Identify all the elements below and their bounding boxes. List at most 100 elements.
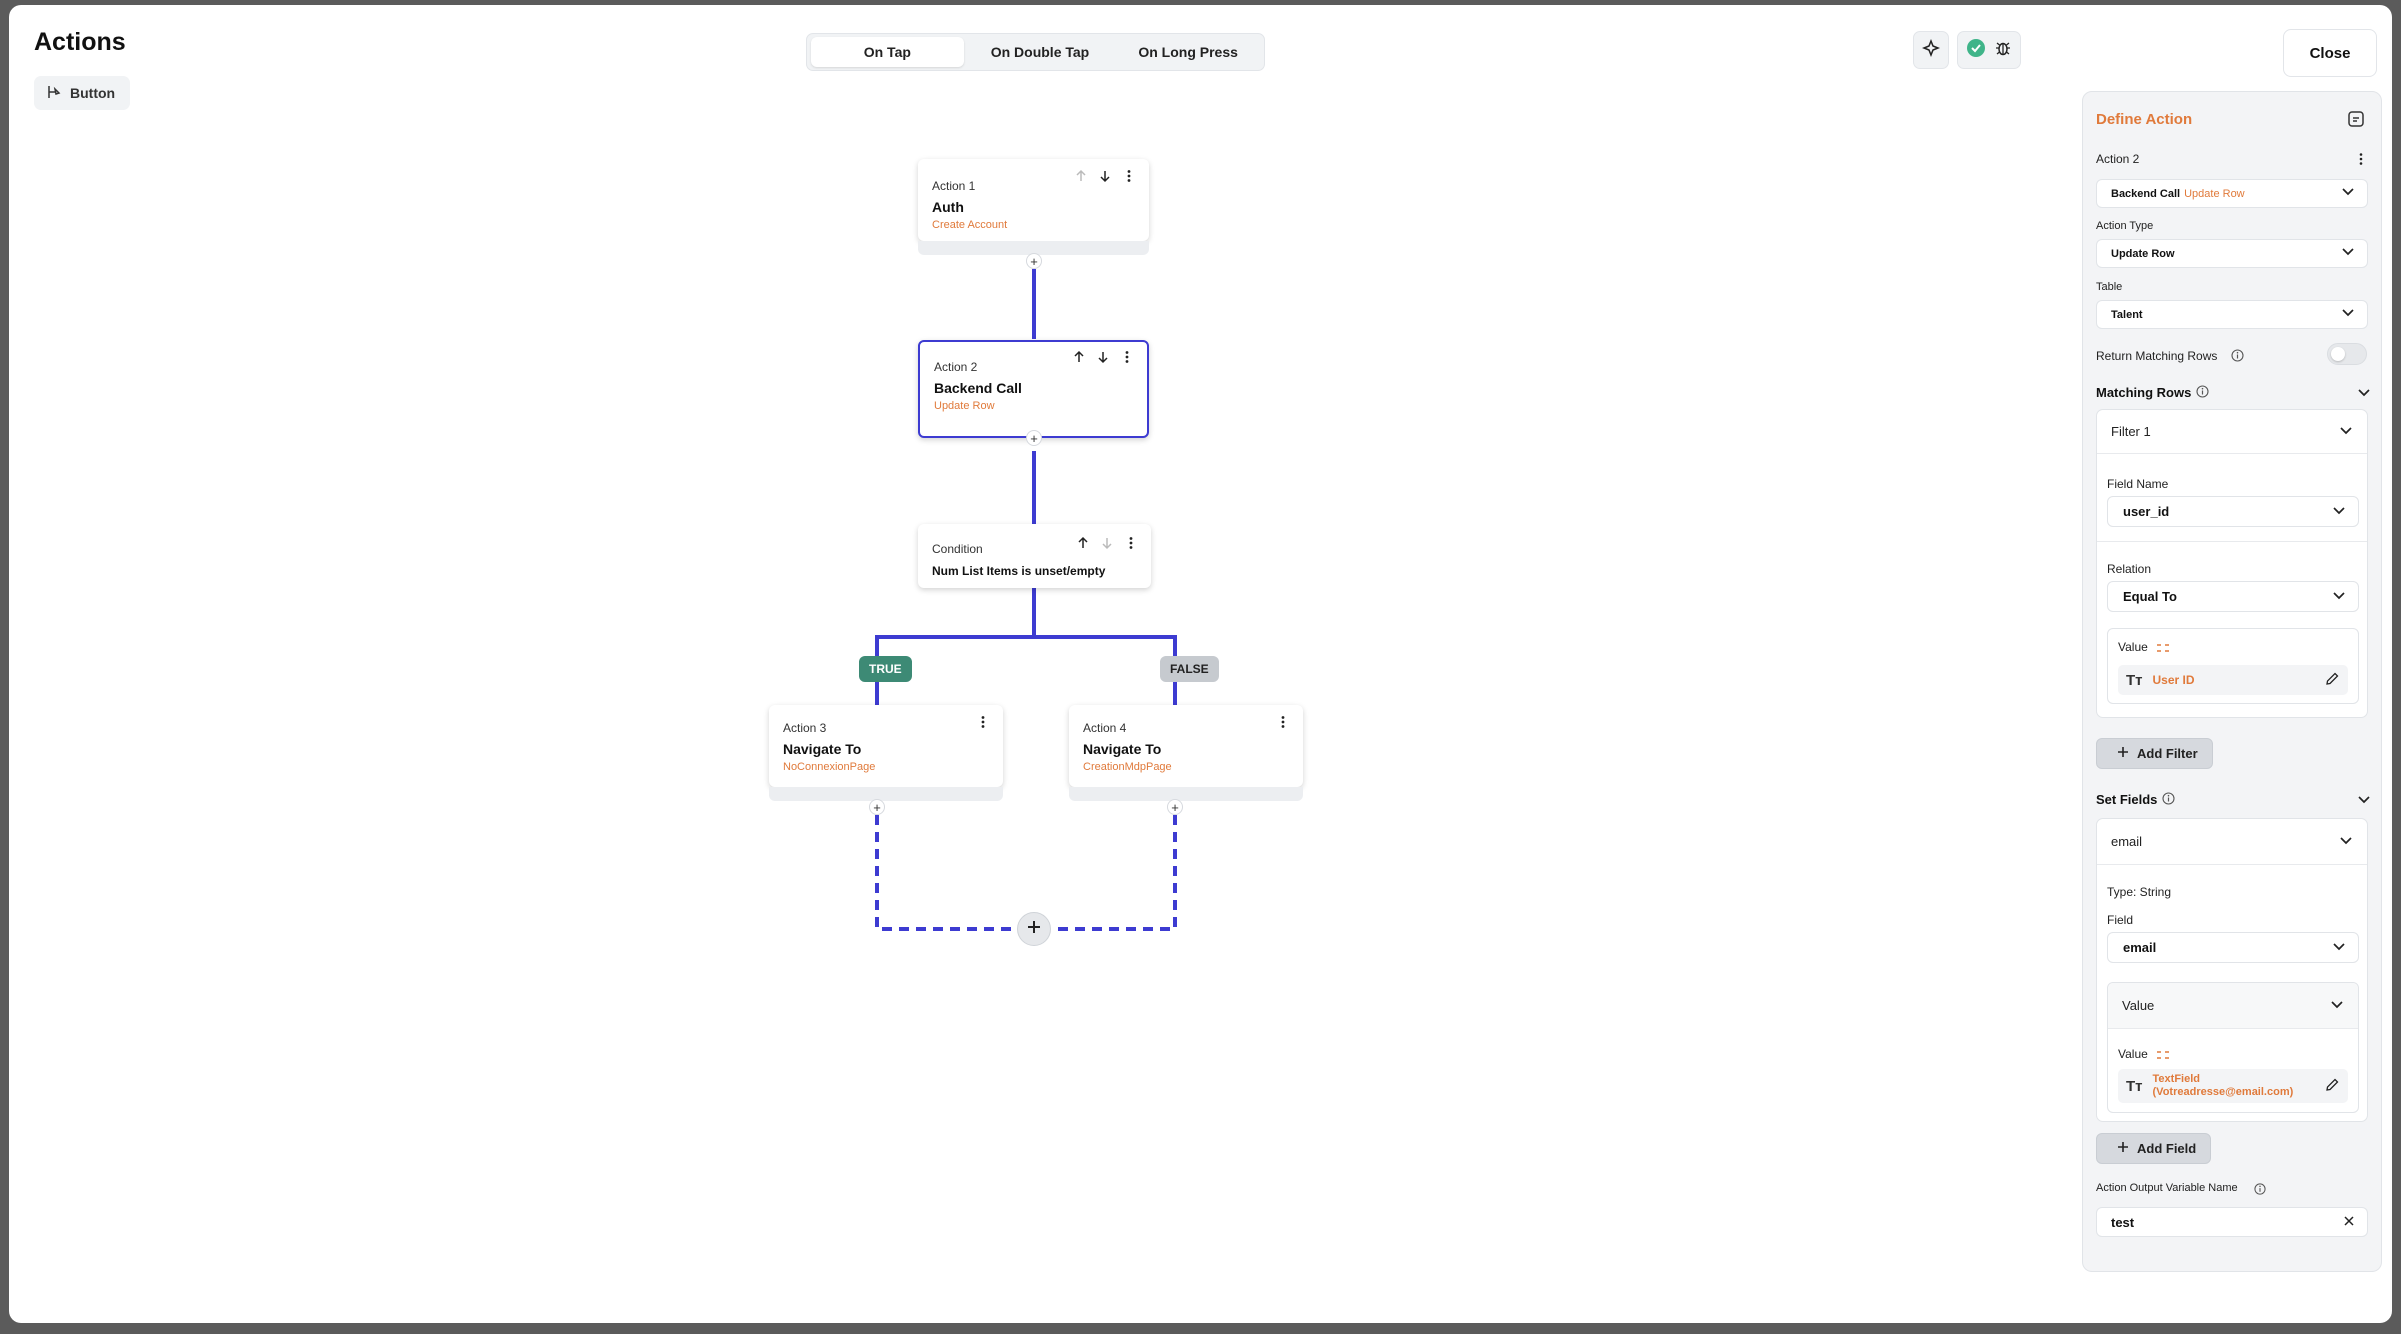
action-type-label: Action Type bbox=[2096, 220, 2154, 232]
value-label: Value bbox=[2118, 640, 2148, 654]
action-select-accent: Update Row bbox=[2184, 187, 2245, 200]
text-type-icon: Tт bbox=[2126, 1077, 2143, 1095]
move-up-icon[interactable] bbox=[1075, 535, 1091, 551]
set-field-value-box: Value Value Tт TextField (Votreadresse@e… bbox=[2107, 982, 2359, 1113]
node-controls bbox=[1073, 168, 1137, 184]
action-node-3[interactable]: Action 3 Navigate To NoConnexionPage bbox=[769, 705, 1003, 787]
add-merge-action-button[interactable] bbox=[1017, 912, 1051, 946]
condition-node[interactable]: Condition Num List Items is unset/empty bbox=[918, 524, 1151, 588]
move-down-icon[interactable] bbox=[1099, 535, 1115, 551]
chevron-down-icon bbox=[2339, 424, 2353, 439]
add-field-button[interactable]: Add Field bbox=[2096, 1133, 2212, 1164]
value-text-line1: TextField bbox=[2152, 1073, 2200, 1085]
more-vertical-icon[interactable] bbox=[1121, 168, 1137, 184]
field-name-select[interactable]: user_id bbox=[2107, 496, 2359, 527]
node-title: Navigate To bbox=[783, 741, 862, 757]
add-action-plus-icon[interactable]: + bbox=[1026, 430, 1042, 446]
set-field-header[interactable]: email bbox=[2097, 819, 2367, 865]
move-down-icon[interactable] bbox=[1095, 349, 1111, 365]
chevron-down-icon bbox=[2341, 308, 2355, 321]
node-label: Action 2 bbox=[934, 360, 978, 374]
add-action-plus-icon[interactable]: + bbox=[1167, 799, 1183, 815]
edit-pencil-icon[interactable] bbox=[2324, 1077, 2340, 1096]
relation-select[interactable]: Equal To bbox=[2107, 581, 2359, 612]
panel-title: Define Action bbox=[2096, 111, 2193, 128]
action-type-value: Update Row bbox=[2111, 247, 2175, 260]
info-icon bbox=[2196, 385, 2209, 403]
move-down-icon[interactable] bbox=[1097, 168, 1113, 184]
plus-icon bbox=[1026, 919, 1042, 940]
filter-card: Filter 1 Field Name user_id Relation Equ… bbox=[2096, 409, 2368, 718]
node-title: Backend Call bbox=[934, 380, 1022, 396]
node-label: Condition bbox=[932, 542, 983, 556]
output-variable-input[interactable]: test bbox=[2096, 1207, 2368, 1237]
check-valid-icon[interactable] bbox=[1966, 38, 1986, 63]
chevron-down-icon bbox=[2332, 940, 2346, 955]
info-icon bbox=[2254, 1182, 2266, 1200]
trigger-widget-chip[interactable]: Button bbox=[34, 76, 131, 110]
add-filter-button[interactable]: Add Filter bbox=[2096, 738, 2213, 769]
set-field-value-field[interactable]: Tт TextField (Votreadresse@email.com) bbox=[2118, 1069, 2348, 1103]
value-section-header[interactable]: Value bbox=[2108, 983, 2358, 1029]
variable-icon[interactable] bbox=[2156, 1048, 2170, 1066]
node-footer bbox=[1069, 787, 1303, 801]
more-vertical-icon[interactable] bbox=[2355, 152, 2367, 171]
chevron-down-icon bbox=[2330, 998, 2344, 1013]
field-select[interactable]: email bbox=[2107, 932, 2359, 963]
more-vertical-icon[interactable] bbox=[1123, 535, 1139, 551]
docs-icon[interactable] bbox=[2347, 110, 2365, 133]
add-action-plus-icon[interactable]: + bbox=[1026, 253, 1042, 269]
plus-icon bbox=[2117, 746, 2129, 761]
table-select[interactable]: Talent bbox=[2096, 300, 2368, 329]
debug-bug-icon[interactable] bbox=[1994, 39, 2012, 62]
node-label: Action 1 bbox=[932, 179, 976, 193]
tab-on-tap[interactable]: On Tap bbox=[811, 37, 964, 67]
chip-label: Button bbox=[70, 85, 116, 101]
ai-assist-button[interactable] bbox=[1913, 31, 1949, 69]
more-vertical-icon[interactable] bbox=[1119, 349, 1135, 365]
variable-icon[interactable] bbox=[2156, 641, 2170, 659]
edit-pencil-icon[interactable] bbox=[2324, 671, 2340, 690]
chevron-down-icon bbox=[2339, 834, 2353, 849]
close-button[interactable]: Close bbox=[2283, 29, 2377, 77]
field-value: email bbox=[2123, 940, 2157, 955]
filter-header[interactable]: Filter 1 bbox=[2097, 410, 2367, 454]
node-controls bbox=[1075, 535, 1139, 551]
plus-icon bbox=[2117, 1141, 2129, 1156]
node-controls bbox=[975, 714, 991, 730]
trigger-tabs: On Tap On Double Tap On Long Press bbox=[806, 33, 1265, 71]
table-value: Talent bbox=[2111, 308, 2143, 321]
widget-tree-icon bbox=[46, 84, 62, 103]
filter-value-field[interactable]: Tт User ID bbox=[2118, 665, 2348, 695]
set-field-name: email bbox=[2111, 834, 2143, 849]
matching-rows-label: Matching Rows bbox=[2096, 385, 2192, 400]
set-field-value-text: TextField (Votreadresse@email.com) bbox=[2153, 1073, 2294, 1099]
action-node-2[interactable]: Action 2 Backend Call Update Row bbox=[918, 340, 1149, 438]
action-type-select[interactable]: Update Row bbox=[2096, 239, 2368, 268]
value-section-label: Value bbox=[2122, 998, 2155, 1013]
move-up-icon[interactable] bbox=[1073, 168, 1089, 184]
move-up-icon[interactable] bbox=[1071, 349, 1087, 365]
return-rows-toggle[interactable] bbox=[2327, 343, 2367, 365]
chevron-down-icon[interactable] bbox=[2357, 792, 2371, 810]
clear-x-icon[interactable] bbox=[2343, 1215, 2355, 1230]
chevron-down-icon bbox=[2332, 504, 2346, 519]
chevron-down-icon bbox=[2341, 247, 2355, 260]
action-select[interactable]: Backend Call Update Row bbox=[2096, 179, 2368, 208]
tab-on-double-tap[interactable]: On Double Tap bbox=[990, 44, 1090, 60]
action-node-4[interactable]: Action 4 Navigate To CreationMdpPage bbox=[1069, 705, 1303, 787]
set-fields-label: Set Fields bbox=[2096, 792, 2158, 807]
action-node-1[interactable]: Action 1 Auth Create Account bbox=[918, 159, 1149, 241]
ai-sparkle-icon bbox=[1921, 38, 1941, 62]
node-footer bbox=[918, 241, 1149, 255]
node-controls bbox=[1071, 349, 1135, 365]
chevron-down-icon[interactable] bbox=[2357, 385, 2371, 403]
chevron-down-icon bbox=[2332, 589, 2346, 604]
add-action-plus-icon[interactable]: + bbox=[869, 799, 885, 815]
node-label: Action 4 bbox=[1083, 721, 1127, 735]
field-name-label: Field Name bbox=[2107, 477, 2169, 491]
more-vertical-icon[interactable] bbox=[975, 714, 991, 730]
filter-value-text: User ID bbox=[2152, 673, 2195, 687]
more-vertical-icon[interactable] bbox=[1275, 714, 1291, 730]
tab-on-long-press[interactable]: On Long Press bbox=[1138, 44, 1238, 60]
